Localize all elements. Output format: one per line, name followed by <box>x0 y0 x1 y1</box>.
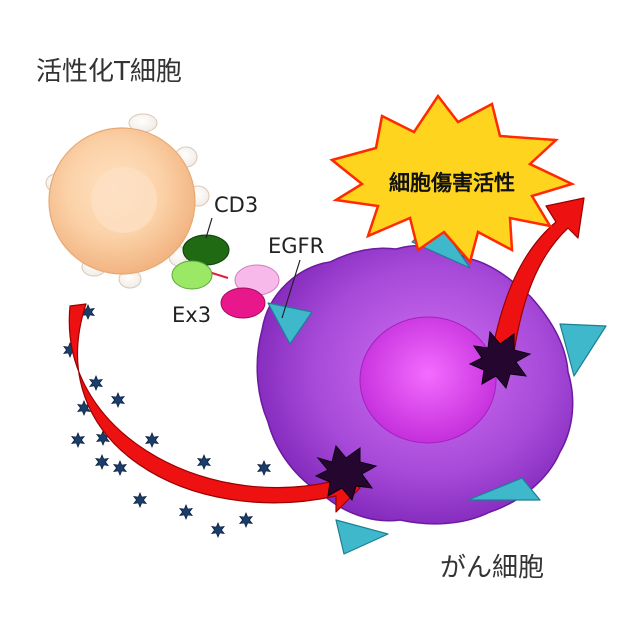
ex3-light-green-domain <box>171 260 213 290</box>
granule-star <box>112 459 128 477</box>
cytotoxicity-burst: 細胞傷害活性 <box>329 93 576 265</box>
granule-star <box>70 431 86 449</box>
bispecific-antibody <box>171 234 280 319</box>
leader-lines <box>205 217 301 319</box>
cytotoxicity-arrow <box>491 197 585 353</box>
cd3-binding-domain <box>182 234 230 266</box>
granule-star <box>110 391 126 409</box>
t-cell <box>45 113 210 289</box>
cd3-label: CD3 <box>214 193 258 217</box>
cd3-leader-line <box>205 217 213 239</box>
granule-star <box>196 453 212 471</box>
damage-marks <box>314 330 532 502</box>
cancer-cell-label: がん細胞 <box>440 553 544 583</box>
cytotoxicity-label: 細胞傷害活性 <box>389 171 515 195</box>
egfr-receptor-right-top <box>559 323 607 377</box>
granule-star <box>210 521 226 539</box>
granule-star <box>132 491 148 509</box>
granule-star <box>94 453 110 471</box>
granule-release-arrow <box>68 303 361 513</box>
cancer-cell-nucleus <box>359 316 497 444</box>
cytotoxic-granules <box>62 303 272 539</box>
ex3-magenta-domain <box>220 287 266 319</box>
egfr-receptor-right-bottom <box>467 477 541 501</box>
granule-star <box>256 459 272 477</box>
egfr-receptor-docked <box>267 302 313 345</box>
granule-star <box>238 511 254 529</box>
egfr-leader-line <box>281 259 301 319</box>
t-cell-nucleus <box>91 167 157 233</box>
granule-star <box>144 431 160 449</box>
granule-star <box>178 503 194 521</box>
damage-mark-membrane <box>314 444 378 502</box>
egfr-label: EGFR <box>268 234 324 258</box>
damage-mark-nucleus <box>468 330 532 390</box>
granule-star <box>88 374 104 392</box>
egfr-receptor-bottom <box>335 519 389 555</box>
t-cell-label: 活性化T細胞 <box>36 57 182 87</box>
ex3-label: Ex3 <box>172 303 211 327</box>
